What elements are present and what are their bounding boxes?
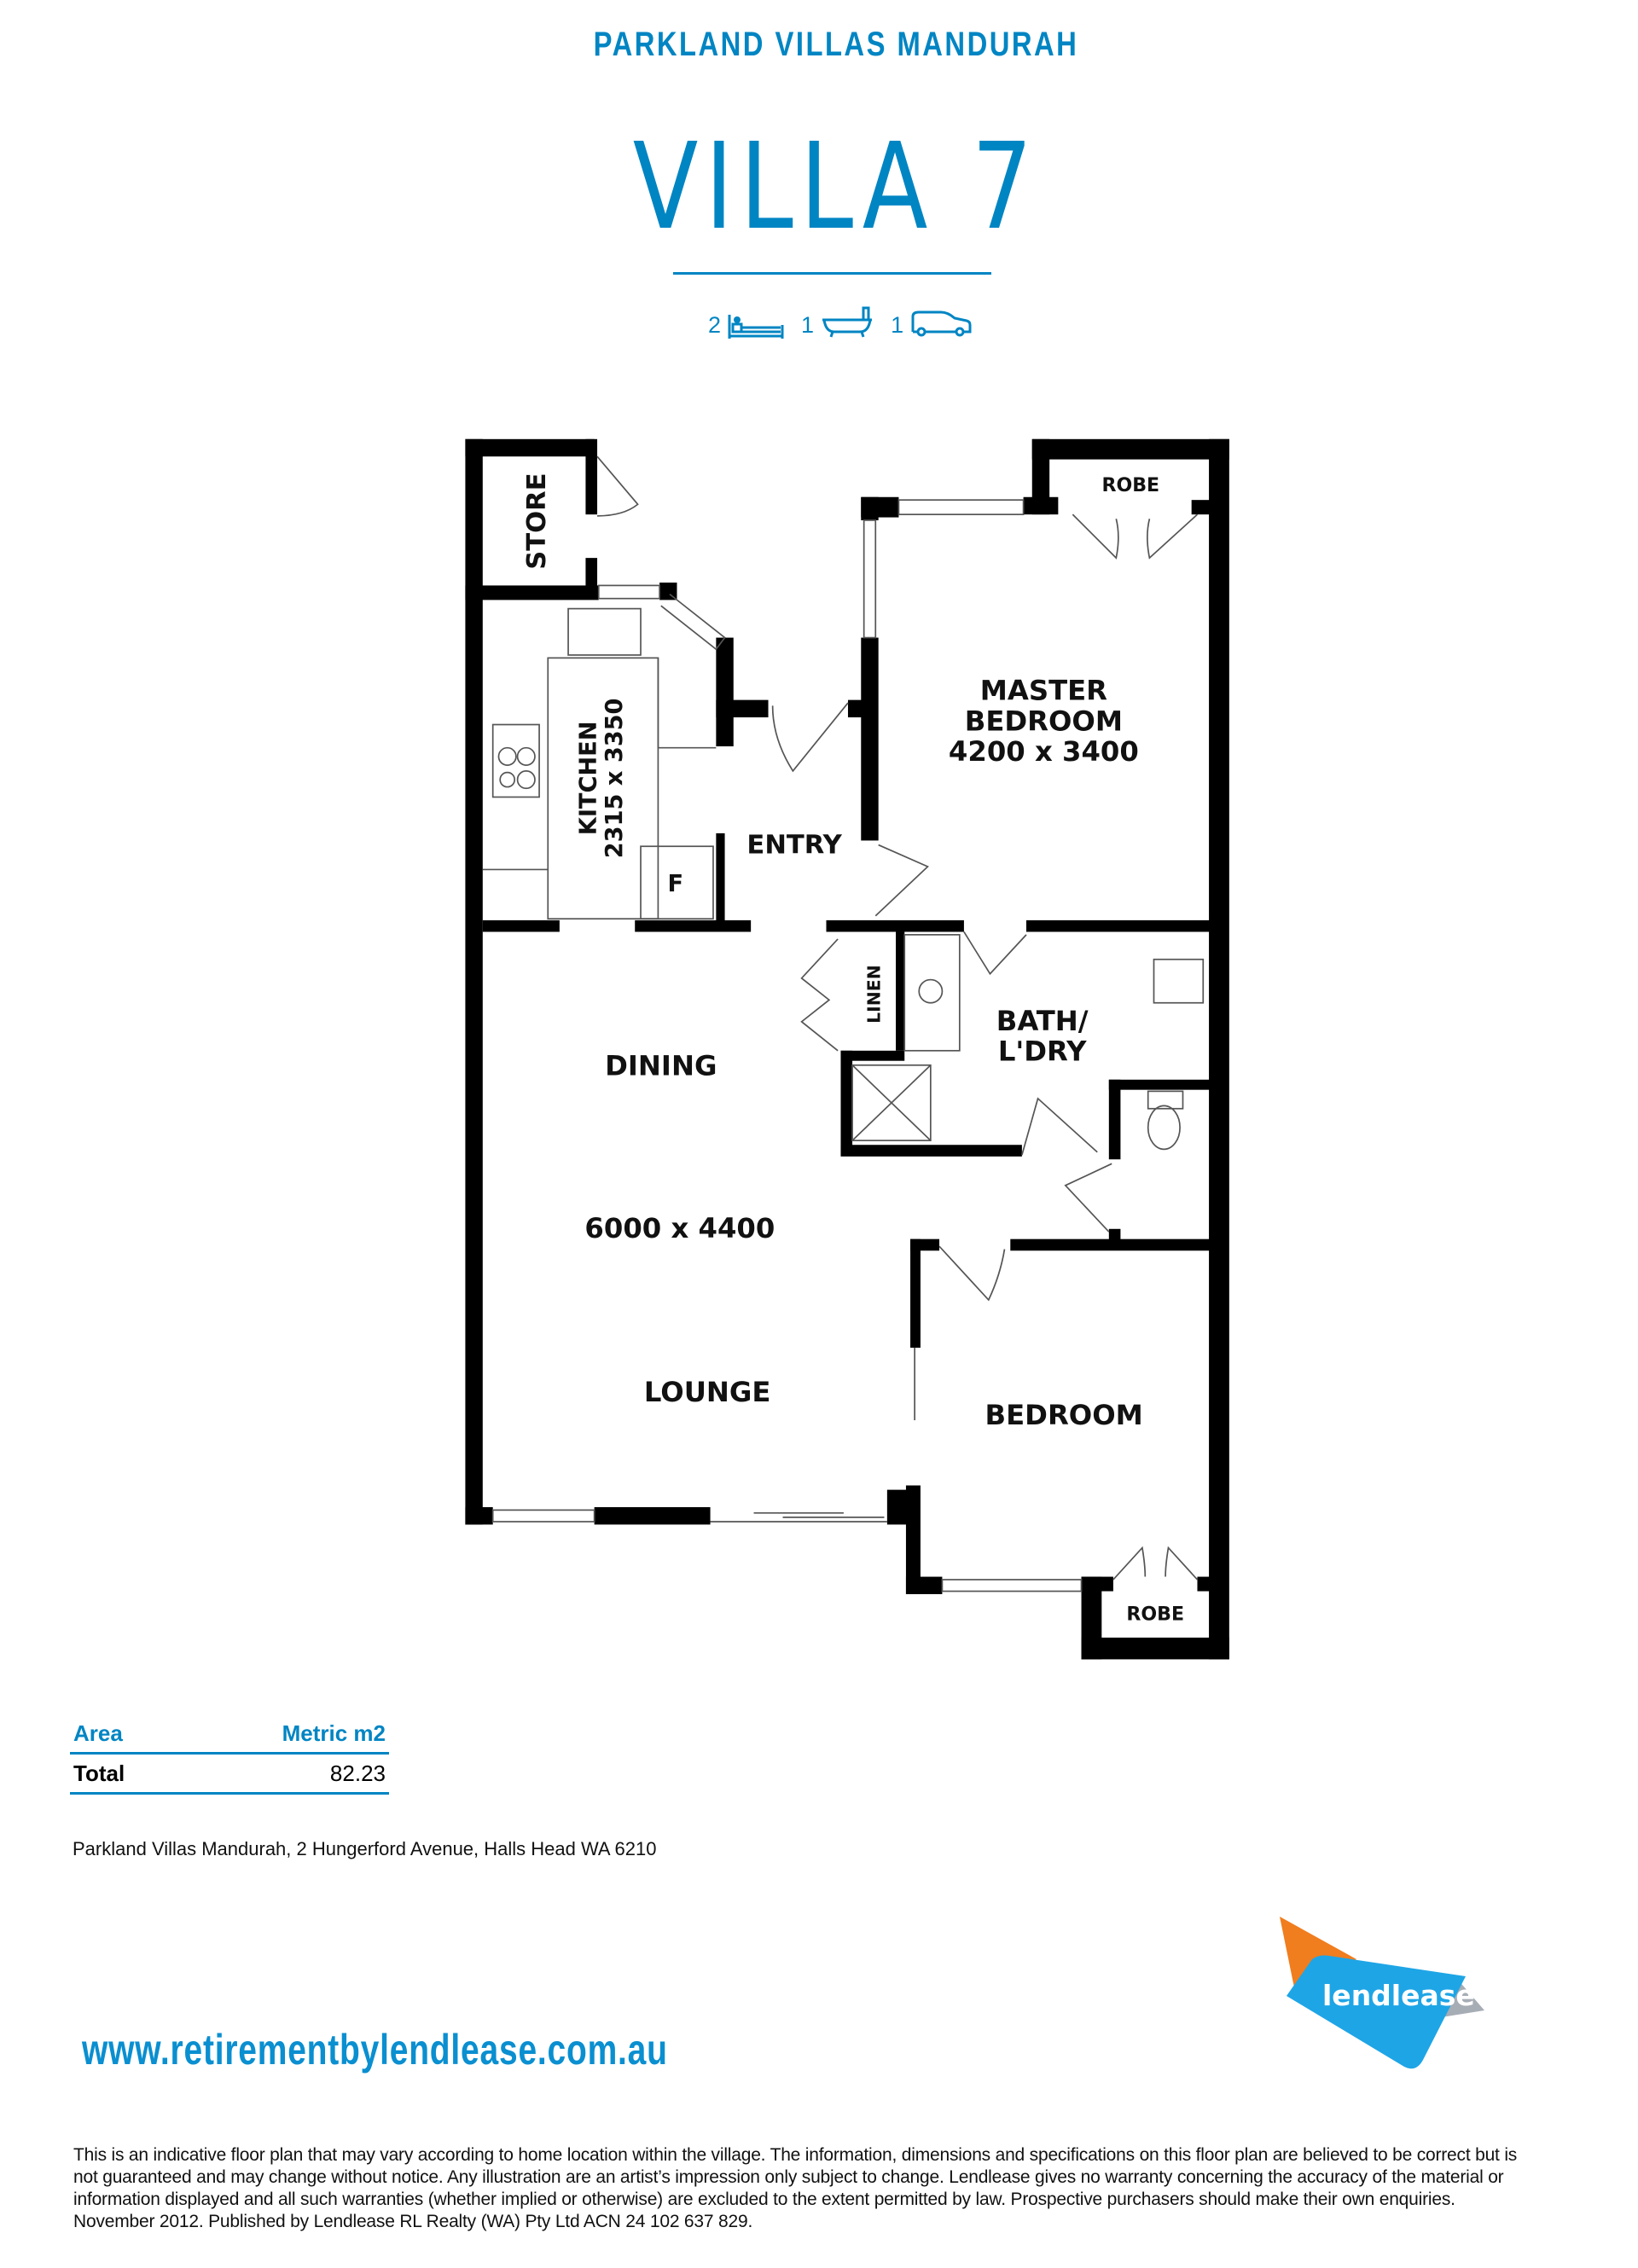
label-linen: LINEN — [863, 965, 884, 1024]
bathtub-icon — [822, 306, 873, 338]
parking-count: 1 — [891, 312, 904, 338]
page-title: VILLA 7 — [632, 118, 1040, 257]
total-label: Total — [73, 1760, 125, 1786]
label-laundry: L'DRY — [998, 1035, 1087, 1068]
label-kitchen-dims: 2315 x 3350 — [601, 699, 628, 859]
label-lounge: LOUNGE — [644, 1376, 771, 1408]
label-living-dims: 6000 x 4400 — [584, 1212, 775, 1244]
label-kitchen: KITCHEN — [575, 722, 601, 836]
logo-orange-shape — [1280, 1917, 1356, 1992]
area-header-unit: Metric m2 — [282, 1720, 386, 1746]
label-fridge: F — [668, 871, 684, 897]
label-entry: ENTRY — [746, 831, 842, 861]
label-master-bedroom-dims: 4200 x 3400 — [949, 735, 1139, 768]
area-table: Area Metric m2 Total 82.23 — [70, 1714, 389, 1795]
area-table-header: Area Metric m2 — [70, 1714, 389, 1755]
windows-doors-fixtures — [482, 455, 1205, 1592]
label-robe-bedroom: ROBE — [1126, 1604, 1184, 1626]
feature-summary: 2 1 1 — [708, 300, 972, 339]
logo-text: lendlease — [1322, 1979, 1475, 2012]
walls — [465, 438, 1229, 1660]
room-labels: STORE ROBE MASTER BEDROOM 4200 x 3400 KI… — [522, 473, 1184, 1625]
lendlease-logo: lendlease — [1280, 1917, 1484, 2069]
bed-icon — [728, 315, 784, 339]
total-value: 82.23 — [329, 1760, 386, 1786]
address: Parkland Villas Mandurah, 2 Hungerford A… — [73, 1838, 657, 1859]
disclaimer: This is an indicative floor plan that ma… — [73, 2145, 1518, 2231]
logo-blue-shape — [1287, 1955, 1466, 2069]
label-robe-master: ROBE — [1101, 475, 1159, 496]
website-link[interactable]: www.retirementbylendlease.com.au — [82, 2026, 668, 2074]
label-dining: DINING — [605, 1050, 717, 1082]
bathroom-count: 1 — [801, 312, 815, 338]
label-bath: BATH/ — [996, 1005, 1089, 1037]
label-store: STORE — [522, 473, 552, 569]
car-icon — [911, 310, 972, 337]
area-table-row: Total 82.23 — [70, 1755, 389, 1795]
label-master-bedroom-2: BEDROOM — [965, 705, 1123, 737]
label-bedroom: BEDROOM — [985, 1399, 1143, 1431]
project-name: PARKLAND VILLAS MANDURAH — [593, 26, 1079, 63]
label-master-bedroom: MASTER — [980, 675, 1107, 707]
area-header-label: Area — [73, 1720, 123, 1746]
title-divider — [673, 272, 991, 275]
bedroom-count: 2 — [708, 312, 722, 338]
